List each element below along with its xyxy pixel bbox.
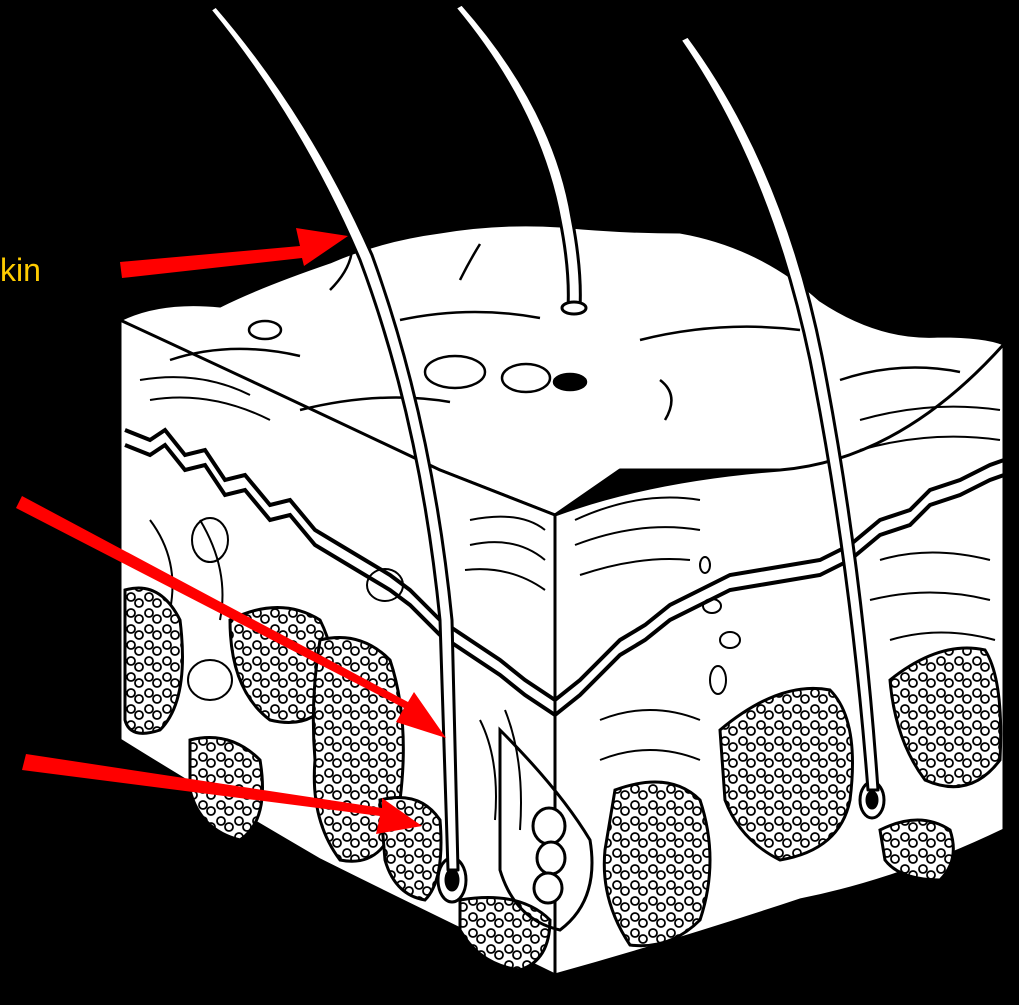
skin-label: kin — [0, 250, 66, 290]
skin-label-text: kin — [0, 252, 41, 288]
